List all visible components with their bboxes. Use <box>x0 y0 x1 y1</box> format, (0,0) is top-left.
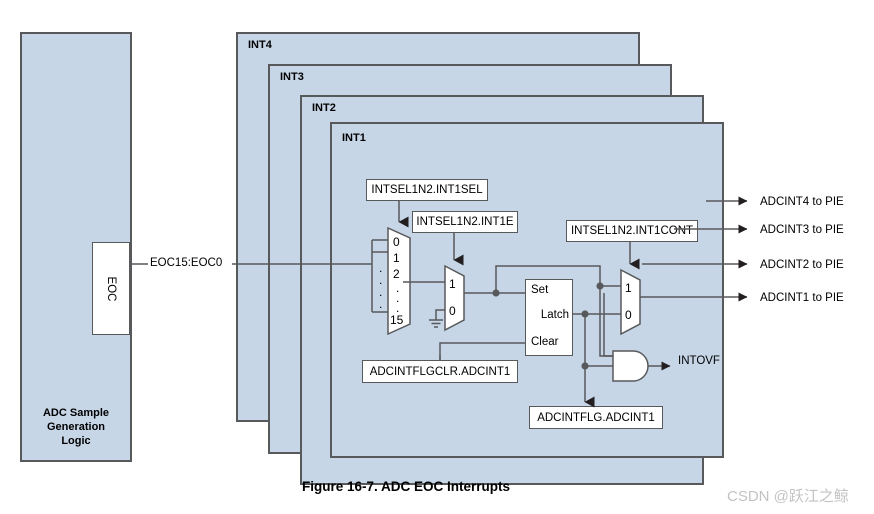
svg-text:.: . <box>379 273 382 287</box>
mux-intcont: 1 0 <box>620 268 641 336</box>
output-adcint3-label: ADCINT3 to PIE <box>760 224 844 236</box>
svg-text:.: . <box>396 291 399 305</box>
mux-sel-input-0: 0 <box>393 235 400 249</box>
mux-en-input-1: 1 <box>449 277 456 291</box>
latch-latch-label: Latch <box>540 309 569 321</box>
svg-text:.: . <box>396 281 399 295</box>
svg-text:.: . <box>379 285 382 299</box>
int2-label: INT2 <box>312 102 336 114</box>
ground-symbol <box>429 309 445 328</box>
mux-inten: 1 0 <box>444 264 465 332</box>
watermark: CSDN @跃江之鲸 <box>727 488 849 505</box>
eoc-bus-label: EOC15:EOC0 <box>150 257 223 269</box>
latch-box <box>525 279 573 356</box>
mux-sel-input-1: 1 <box>393 251 400 265</box>
mux-intsel: 0 1 2 . . . 15 . . . . <box>379 226 411 336</box>
en-to-set-wire <box>464 265 621 297</box>
register-adcintflgclr-adcint1: ADCINTFLGCLR.ADCINT1 <box>362 360 518 383</box>
output-intovf-label: INTOVF <box>678 355 720 367</box>
register-adcintflgclr-adcint1-label: ADCINTFLGCLR.ADCINT1 <box>369 365 511 378</box>
register-intsel1n2-int1cont-label: INTSEL1N2.INT1CONT <box>570 225 694 237</box>
int1-label: INT1 <box>342 132 366 144</box>
register-intsel1n2-int1sel: INTSEL1N2.INT1SEL <box>366 179 488 201</box>
svg-text:.: . <box>396 301 399 315</box>
mux-cont-input-1: 1 <box>625 281 632 295</box>
output-adcint1-label: ADCINT1 to PIE <box>760 292 844 304</box>
int3-label: INT3 <box>280 71 304 83</box>
int4-label: INT4 <box>248 39 272 51</box>
output-adcint2-label: ADCINT2 to PIE <box>760 259 844 271</box>
clear-input-wire <box>439 342 525 360</box>
mux-en-input-0: 0 <box>449 304 456 318</box>
svg-text:.: . <box>379 261 382 275</box>
register-intsel1n2-int1sel-label: INTSEL1N2.INT1SEL <box>371 184 483 196</box>
register-intsel1n2-int1cont: INTSEL1N2.INT1CONT <box>566 220 698 242</box>
and-gate-input-wire <box>599 286 613 357</box>
latch-set-label: Set <box>531 284 549 296</box>
figure-caption: Figure 16-7. ADC EOC Interrupts <box>302 479 511 494</box>
latch-clear-label: Clear <box>531 336 559 348</box>
latch-output-wire <box>573 310 621 408</box>
mux-cont-input-0: 0 <box>625 308 632 322</box>
mux-sel-input-2: 2 <box>393 267 400 281</box>
register-adcintflg-adcint1-label: ADCINTFLG.ADCINT1 <box>537 411 655 424</box>
output-adcint4-label: ADCINT4 to PIE <box>760 196 844 208</box>
mux-sel-input-15: 15 <box>390 313 404 327</box>
register-intsel1n2-int1e: INTSEL1N2.INT1E <box>412 211 518 233</box>
register-adcintflg-adcint1: ADCINTFLG.ADCINT1 <box>529 406 663 429</box>
eoc-port-box: EOC <box>92 242 130 335</box>
adc-sample-generation-label: ADC Sample Generation Logic <box>42 407 110 447</box>
mux-input-bracket <box>371 239 388 313</box>
svg-text:.: . <box>379 297 382 311</box>
register-intsel1n2-int1e-label: INTSEL1N2.INT1E <box>416 216 514 228</box>
